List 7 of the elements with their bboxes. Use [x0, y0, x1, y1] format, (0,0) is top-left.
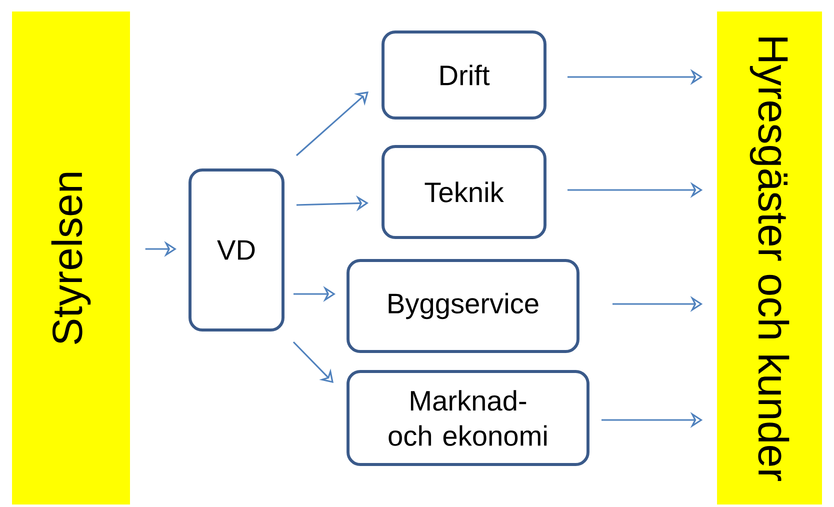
process-box: VD [188, 168, 284, 332]
process-box: Byggservice [346, 259, 580, 353]
process-box: Drift [382, 30, 546, 120]
side-band: Styrelsen [12, 12, 130, 504]
side-band: Hyresgäster och kunder [717, 12, 822, 504]
process-box: Teknik [382, 145, 546, 239]
process-box: Marknad- och ekonomi [346, 370, 590, 466]
